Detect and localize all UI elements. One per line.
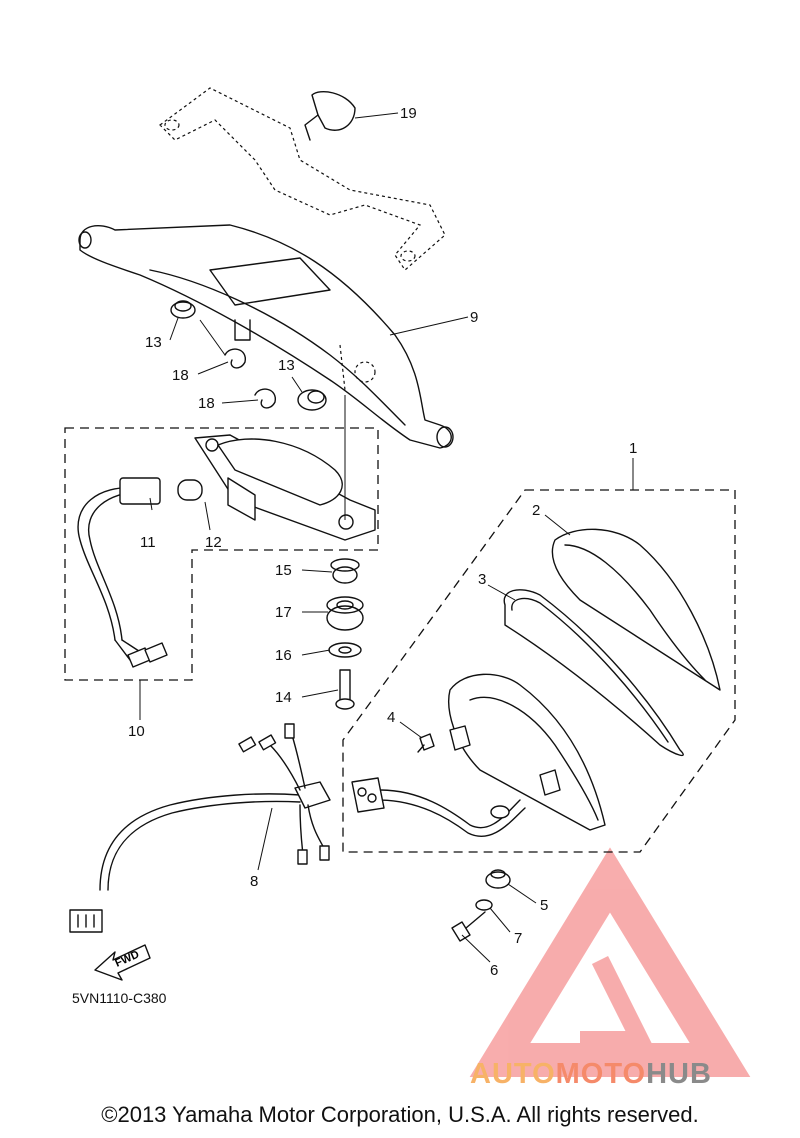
part-4-screw [417, 733, 435, 753]
watermark-brand-moto: MOTO [555, 1058, 647, 1090]
callout-17: 17 [275, 604, 292, 621]
callout-19: 19 [400, 105, 417, 122]
part-19-bracket [159, 87, 446, 271]
part-8-wire-harness [69, 723, 331, 933]
callout-13-lower: 13 [278, 357, 295, 374]
callout-7: 7 [514, 930, 522, 947]
part-6-screw [451, 911, 486, 942]
callout-12: 12 [205, 534, 222, 551]
callout-5: 5 [540, 897, 548, 914]
watermark-brand-text: AUTOMOTOHUB [470, 1058, 712, 1091]
part-2-lens [551, 528, 721, 691]
watermark-brand-hub: HUB [646, 1058, 712, 1090]
callout-10: 10 [128, 723, 145, 740]
callout-13-upper: 13 [145, 334, 162, 351]
callout-4: 4 [387, 709, 395, 726]
part-18-clip-lower [254, 388, 276, 409]
watermark-brand-auto: AUTO [470, 1058, 556, 1090]
watermark-logo [469, 847, 751, 1077]
callout-11: 11 [140, 534, 156, 551]
callout-8: 8 [250, 873, 258, 890]
part-7-washer [475, 899, 493, 911]
copyright-notice: ©2013 Yamaha Motor Corporation, U.S.A. A… [101, 1102, 699, 1127]
callout-labels: 19 9 13 18 13 18 11 12 10 1 2 3 4 15 17 … [128, 105, 637, 979]
part-12-bulb [177, 479, 203, 501]
part-3-gasket [503, 589, 684, 757]
assembly-box-1 [342, 489, 736, 853]
part-15-collar [330, 558, 360, 584]
callout-14: 14 [275, 689, 292, 706]
callout-2: 2 [532, 502, 540, 519]
leader-lines [139, 112, 634, 963]
callout-15: 15 [275, 562, 292, 579]
fwd-arrow: FWD [94, 944, 151, 981]
callout-18-upper: 18 [172, 367, 189, 384]
part-13-grommet-upper [170, 300, 196, 319]
part-17-grommet [326, 596, 364, 631]
tail-light-housing [448, 673, 606, 831]
license-light-housing [194, 434, 376, 541]
reference-code: 5VN1110-C380 [72, 990, 167, 1006]
assembly-box-10 [64, 427, 379, 681]
part-11-socket-cord [77, 477, 168, 668]
part-14-bolt [335, 669, 355, 710]
callout-1: 1 [629, 440, 637, 457]
part-13-grommet-lower [297, 389, 327, 411]
callout-3: 3 [478, 571, 486, 588]
callout-6: 6 [490, 962, 498, 979]
part-5-grommet [485, 869, 511, 889]
part-18-clip-upper [199, 319, 246, 369]
callout-9: 9 [470, 309, 478, 326]
part-9-fender-bracket [78, 224, 454, 449]
part-16-washer [328, 642, 362, 658]
callout-18-lower: 18 [198, 395, 215, 412]
callout-16: 16 [275, 647, 292, 664]
tail-light-cord [351, 777, 526, 837]
